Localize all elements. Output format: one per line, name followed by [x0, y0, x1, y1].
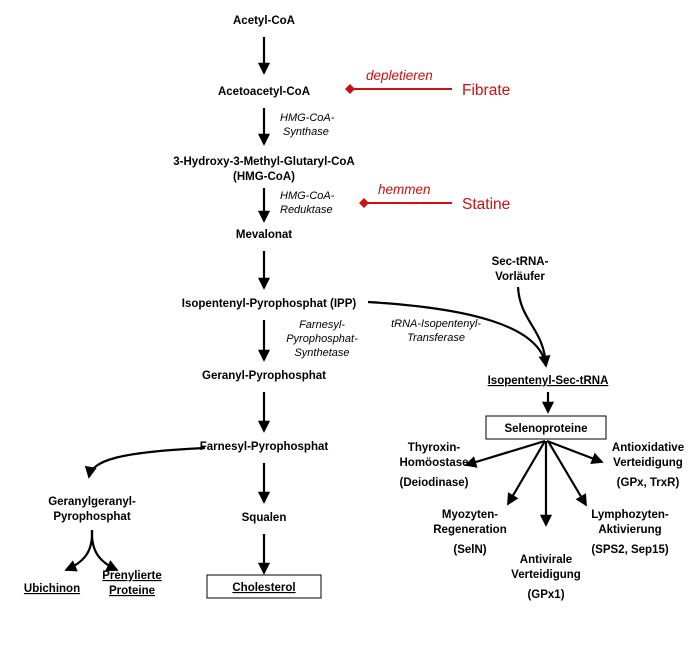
outcome-antioxidative-detail: (GPx, TrxR) — [617, 477, 680, 489]
outcome-thyroxin-detail: (Deiodinase) — [399, 477, 468, 489]
arrow-to-thyroxin — [464, 439, 546, 468]
node-ubichinon: Ubichinon — [24, 583, 80, 595]
drug-statine: Statine — [462, 196, 510, 213]
outcome-lymphozyten-line1: Lymphozyten- — [591, 509, 669, 521]
node-mevalonat: Mevalonat — [236, 229, 292, 241]
node-acetyl-coa: Acetyl-CoA — [233, 15, 295, 27]
node-selenoproteine: Selenoproteine — [504, 423, 587, 435]
arrow-to-lymphozyten — [547, 440, 587, 507]
arrow-ggpp-to-prenylierte — [90, 529, 119, 572]
node-sec-trna-line2: Vorläufer — [495, 271, 545, 283]
node-geranyl-pp: Geranyl-Pyrophosphat — [202, 370, 326, 382]
enzyme-hmg-reduktase-line1: HMG-CoA- — [280, 190, 335, 202]
node-farnesyl-pp: Farnesyl-Pyrophosphat — [200, 441, 329, 453]
outcome-thyroxin-line1: Thyroxin- — [408, 442, 461, 454]
outcome-myozyten-line1: Myozyten- — [442, 509, 498, 521]
node-prenylierte-line1: Prenylierte — [102, 570, 161, 582]
enzyme-hmg-synthase-line1: HMG-CoA- — [280, 112, 335, 124]
verb-hemmen: hemmen — [378, 182, 431, 197]
outcome-antioxidative-line2: Verteidigung — [613, 457, 683, 469]
node-hmg-coa-name: 3-Hydroxy-3-Methyl-Glutaryl-CoA — [173, 156, 354, 168]
node-squalen: Squalen — [242, 512, 287, 524]
node-isopentenyl-sec-trna: Isopentenyl-Sec-tRNA — [488, 375, 609, 387]
arrow-sec-trna-merge — [516, 286, 548, 367]
node-ggpp-line1: Geranylgeranyl- — [48, 496, 136, 508]
outcome-antioxidative-line1: Antioxidative — [612, 442, 684, 454]
outcome-antivirale-detail: (GPx1) — [527, 589, 564, 601]
enzyme-hmg-synthase-line2: Synthase — [283, 126, 329, 138]
selenoproteine-box — [485, 415, 607, 440]
node-hmg-coa-abbrev: (HMG-CoA) — [233, 171, 295, 183]
enzyme-hmg-reduktase-line2: Reduktase — [280, 204, 333, 216]
cholesterol-box — [206, 574, 322, 599]
enzyme-trna-transferase-line2: Transferase — [407, 332, 465, 344]
enzyme-fpp-synthetase-line1: Farnesyl- — [299, 319, 345, 331]
enzyme-trna-transferase-line1: tRNA-Isopentenyl- — [391, 318, 481, 330]
outcome-antivirale-line1: Antivirale — [520, 554, 572, 566]
node-sec-trna-line1: Sec-tRNA- — [492, 256, 549, 268]
outcome-lymphozyten-line2: Aktivierung — [598, 524, 661, 536]
verb-depletieren: depletieren — [366, 68, 433, 83]
outcome-thyroxin-line2: Homöostase — [399, 457, 468, 469]
outcome-antivirale-line2: Verteidigung — [511, 569, 581, 581]
arrow-to-myozyten — [507, 440, 546, 506]
node-cholesterol: Cholesterol — [232, 582, 295, 594]
node-acetoacetyl-coa: Acetoacetyl-CoA — [218, 86, 310, 98]
drug-fibrate: Fibrate — [462, 82, 510, 99]
node-ggpp-line2: Pyrophosphat — [53, 511, 130, 523]
node-ipp: Isopentenyl-Pyrophosphat (IPP) — [182, 298, 357, 310]
enzyme-fpp-synthetase-line3: Synthetase — [294, 347, 349, 359]
outcome-myozyten-line2: Regeneration — [433, 524, 507, 536]
arrow-ggpp-to-ubichinon — [64, 529, 94, 572]
arrow-farnesyl-to-ggpp — [84, 446, 206, 479]
outcome-lymphozyten-detail: (SPS2, Sep15) — [591, 544, 669, 556]
node-prenylierte-line2: Proteine — [109, 585, 155, 597]
outcome-myozyten-detail: (SelN) — [453, 544, 486, 556]
arrow-ipp-to-isopentenyl-sec-trna — [367, 300, 551, 368]
enzyme-fpp-synthetase-line2: Pyrophosphat- — [286, 333, 358, 345]
arrow-to-antioxidative — [546, 439, 604, 464]
